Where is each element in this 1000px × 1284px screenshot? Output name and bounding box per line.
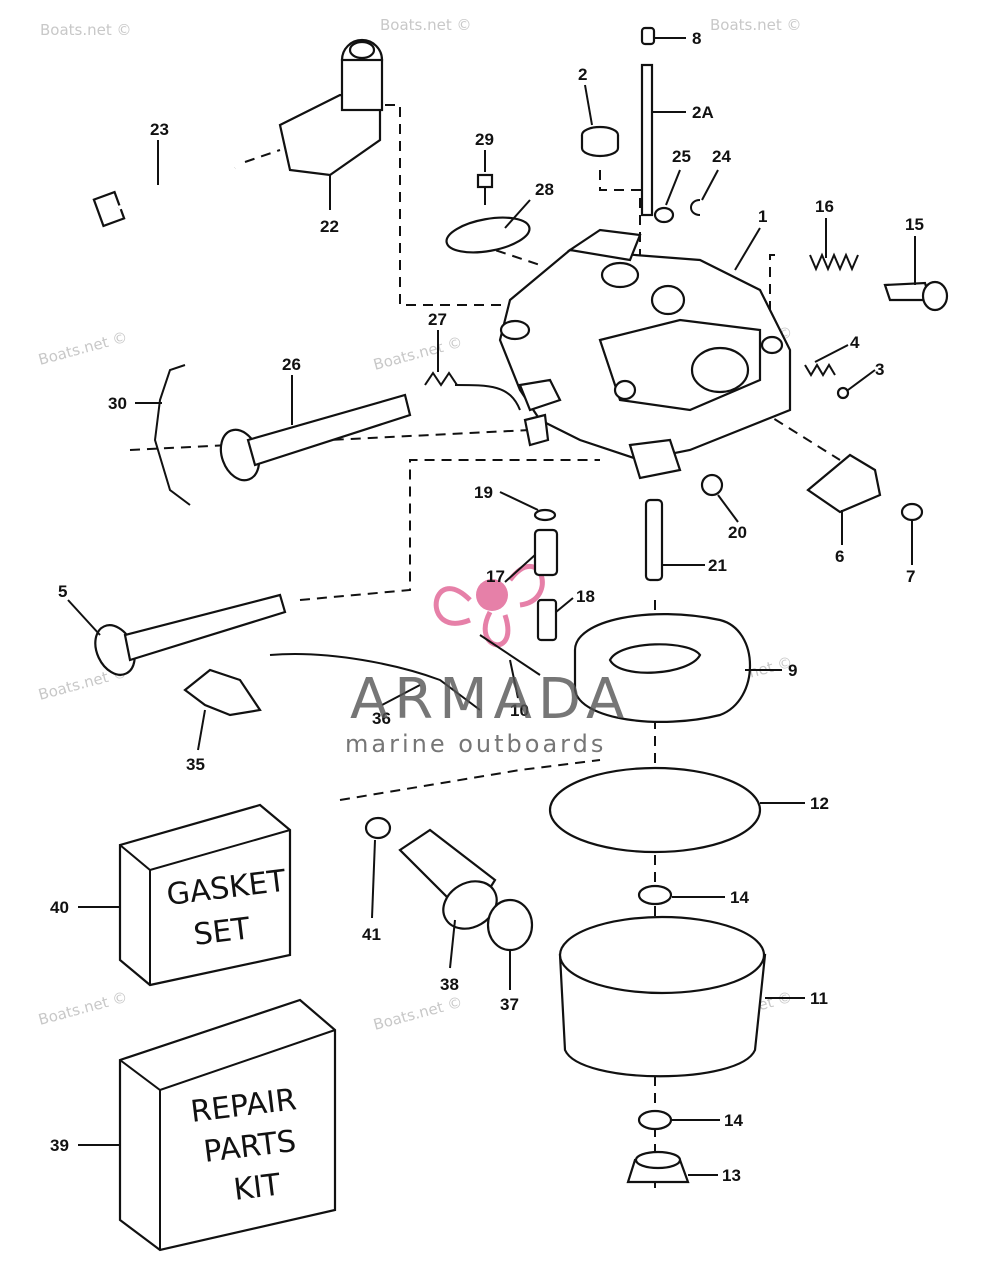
callout-37: 37 (500, 995, 519, 1014)
part-35-lever (183, 668, 262, 717)
callout-1: 1 (758, 207, 767, 226)
part-14-washer (637, 1109, 673, 1131)
part-9-float (573, 613, 751, 723)
part-2-plug (580, 125, 620, 158)
callout-17: 17 (486, 567, 505, 586)
callout-29: 29 (475, 130, 494, 149)
callout-22: 22 (320, 217, 339, 236)
callout-8: 8 (692, 29, 701, 48)
part-7-screw (900, 502, 924, 535)
watermark: Boats.net © (710, 16, 802, 34)
callout-3: 3 (875, 360, 884, 379)
callout-21: 21 (708, 556, 727, 575)
callout-23: 23 (150, 120, 169, 139)
part-11-float-bowl (558, 915, 767, 1078)
part-5-throttle-shaft (94, 593, 287, 676)
callout-10: 10 (510, 701, 529, 720)
callout-28: 28 (535, 180, 554, 199)
callout-5: 5 (58, 582, 67, 601)
part-29-screw (476, 173, 494, 205)
part-25-washer (653, 206, 675, 224)
part-30-wire-link (153, 364, 191, 506)
callout-6: 6 (835, 547, 844, 566)
part-21-needle-seat (644, 498, 664, 582)
part-41-clip (364, 816, 392, 840)
brand-name: ARMADA (350, 667, 630, 732)
part-1-carburetor-body (498, 228, 792, 480)
callout-41: 41 (362, 925, 381, 944)
callout-7: 7 (906, 567, 915, 586)
part-6-cam (806, 453, 882, 514)
watermark: Boats.net © (380, 16, 472, 34)
callout-11: 11 (810, 989, 828, 1008)
part-40-gasket-set-box: GASKET SET (118, 803, 292, 987)
callout-26: 26 (282, 355, 301, 374)
callout-40: 40 (50, 898, 69, 917)
part-2a-rod (640, 63, 654, 217)
part-4-spring (804, 363, 836, 377)
brand-watermark: ARMADA marine outboards (345, 667, 630, 758)
watermark: Boats.net © (36, 328, 129, 369)
gasket-box-line2: SET (192, 911, 253, 953)
watermark: Boats.net © (371, 333, 464, 374)
part-10-float-pin (479, 634, 541, 676)
callout-36: 36 (372, 709, 391, 728)
part-36-link-rod (269, 653, 481, 711)
part-14-washer (637, 884, 673, 906)
part-37-disc (486, 898, 534, 952)
part-26-shaft (219, 393, 412, 482)
part-19-o-ring (533, 508, 557, 522)
callout-labels: 23 22 29 28 2 8 2A 25 24 1 16 15 4 3 27 … (50, 29, 924, 1185)
part-8-cap (640, 26, 656, 46)
part-20-screw (700, 473, 724, 497)
callout-9: 9 (788, 661, 797, 680)
callout-4: 4 (850, 333, 860, 352)
callout-13: 13 (722, 1166, 741, 1185)
callout-24: 24 (712, 147, 731, 166)
part-18-needle (536, 598, 558, 642)
callout-14: 14 (730, 888, 749, 907)
callout-25: 25 (672, 147, 691, 166)
callout-15: 15 (905, 215, 924, 234)
callout-18: 18 (576, 587, 595, 606)
part-38-fitting (398, 828, 498, 930)
callout-39: 39 (50, 1136, 69, 1155)
callout-35: 35 (186, 755, 205, 774)
callout-16: 16 (815, 197, 834, 216)
callout-38: 38 (440, 975, 459, 994)
part-12-gasket (548, 766, 762, 854)
callout-20: 20 (728, 523, 747, 542)
part-23-screw (92, 166, 236, 228)
callout-12: 12 (810, 794, 829, 813)
callout-19: 19 (474, 483, 493, 502)
callout-30: 30 (108, 394, 127, 413)
callout-2: 2 (578, 65, 587, 84)
part-28-plate (445, 216, 531, 254)
watermark: Boats.net © (371, 993, 464, 1034)
part-13-drain-plug (626, 1150, 690, 1184)
part-22-bracket (278, 38, 384, 177)
brand-tagline: marine outboards (345, 730, 606, 758)
callout-2a: 2A (692, 103, 714, 122)
watermark: Boats.net © (36, 988, 129, 1029)
callout-14: 14 (724, 1111, 743, 1130)
part-39-repair-kit-box: REPAIR PARTS KIT (118, 998, 337, 1252)
part-24-clip (690, 199, 701, 216)
leader-lines (67, 37, 916, 1176)
callout-27: 27 (428, 310, 447, 329)
repair-box-line3: KIT (232, 1167, 283, 1208)
part-16-spring (809, 252, 859, 272)
part-17-jet (533, 528, 559, 577)
part-15-screw (883, 280, 949, 312)
part-3-ball (836, 386, 850, 400)
part-27-spring (424, 371, 521, 411)
watermark: Boats.net © (40, 21, 132, 39)
